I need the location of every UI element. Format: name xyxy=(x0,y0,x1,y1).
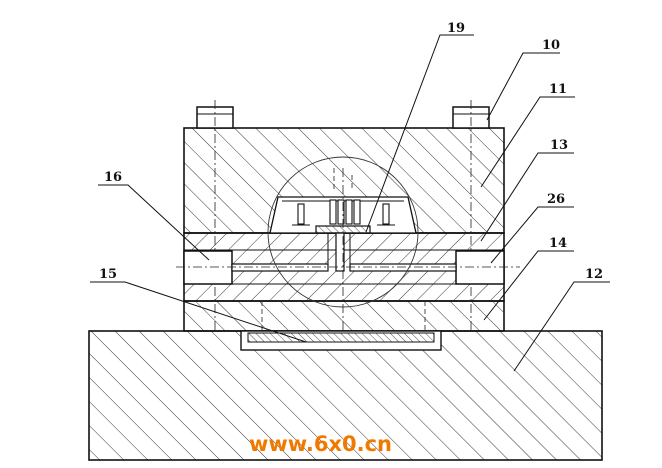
side-insert-16 xyxy=(183,250,233,285)
bottom-pad-15 xyxy=(240,330,442,351)
side-insert-26 xyxy=(455,250,505,285)
base-plate-12 xyxy=(88,330,603,461)
callout-14: 14 xyxy=(549,236,567,251)
callout-16: 16 xyxy=(104,170,122,185)
leader-lines xyxy=(90,34,610,372)
callout-19: 19 xyxy=(447,21,465,36)
callout-12: 12 xyxy=(585,267,603,282)
callout-26: 26 xyxy=(547,192,565,207)
callout-11: 11 xyxy=(549,82,567,97)
callout-15: 15 xyxy=(99,267,117,282)
runner-channel xyxy=(231,232,457,272)
nozzle-pins xyxy=(292,199,395,226)
lower-plate-14 xyxy=(183,300,505,332)
detail-circle xyxy=(267,156,419,308)
callout-13: 13 xyxy=(550,138,568,153)
callout-10: 10 xyxy=(542,38,560,53)
watermark-text: www.6x0.cn xyxy=(249,432,392,456)
